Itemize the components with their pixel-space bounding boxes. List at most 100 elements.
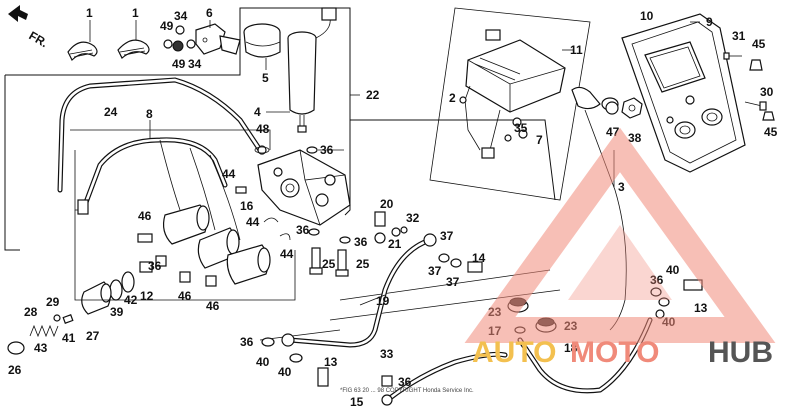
label-25b: 25: [322, 257, 336, 271]
label-33: 33: [380, 347, 394, 361]
bolt-49-34-group: [163, 25, 196, 52]
label-46a: 46: [138, 209, 152, 223]
label-36e: 36: [240, 335, 254, 349]
label-44c: 44: [280, 247, 294, 261]
label-7: 7: [536, 133, 543, 147]
label-40b: 40: [278, 365, 292, 379]
label-4: 4: [254, 105, 261, 119]
washer-36-mid: [308, 228, 351, 244]
label-18: 18: [564, 341, 578, 355]
washer-37-stack: [438, 253, 483, 273]
label-22: 22: [366, 88, 380, 102]
label-16: 16: [240, 199, 254, 213]
label-36a: 36: [320, 143, 334, 157]
label-48: 48: [256, 122, 270, 136]
bolt-46-left: [137, 233, 153, 243]
fitting-32: [400, 226, 408, 234]
label-30: 30: [760, 85, 774, 99]
plunger-41: [62, 314, 74, 324]
label-39: 39: [110, 305, 124, 319]
label-1: 1: [86, 6, 93, 20]
hose-18: [517, 317, 653, 394]
label-15: 15: [350, 395, 364, 409]
label-5: 5: [262, 71, 269, 85]
label-28: 28: [24, 305, 38, 319]
fitting-48: [254, 145, 270, 155]
rubber-cap-5: [243, 23, 281, 58]
display-window-10: [644, 41, 706, 93]
label-40a: 40: [256, 355, 270, 369]
label-34b: 34: [188, 57, 202, 71]
solenoid-frame: [70, 129, 296, 301]
label-10: 10: [640, 9, 654, 23]
hose-clamp-1: [67, 41, 98, 62]
label-45a: 45: [752, 37, 766, 51]
wire-harness-8: [74, 137, 241, 241]
label-27: 27: [86, 329, 100, 343]
label-11: 11: [570, 43, 583, 57]
label-37b: 37: [428, 264, 442, 278]
label-6: 6: [206, 6, 213, 20]
control-unit-frame: [429, 7, 591, 201]
label-3: 3: [618, 180, 625, 194]
fitting-20-21: [374, 211, 401, 244]
label-25a: 25: [356, 257, 370, 271]
label-49b: 49: [172, 57, 186, 71]
solenoid-valve-3: [226, 244, 271, 285]
label-20: 20: [380, 197, 394, 211]
leader-lines: [89, 20, 700, 306]
label-19: 19: [376, 294, 390, 308]
front-direction-arrow-icon: FR.: [8, 5, 50, 50]
label-44b: 44: [246, 215, 260, 229]
label-29: 29: [46, 295, 60, 309]
bolt-46-lower: [179, 271, 217, 287]
hose-clamp-2: [117, 39, 150, 59]
label-8: 8: [146, 107, 153, 121]
label-1b: 1: [132, 6, 139, 20]
spring-29-28-43: [29, 314, 61, 338]
label-36b: 36: [296, 223, 310, 237]
hose-24: [57, 77, 263, 193]
modulator-valve-body: [257, 149, 351, 226]
label-43: 43: [34, 341, 48, 355]
panel-ports: [666, 95, 723, 139]
hose-19: [281, 233, 437, 348]
oring-42: [121, 271, 135, 293]
solenoid-valve-1: [162, 204, 210, 245]
label-13a: 13: [324, 355, 338, 369]
label-44a: 44: [222, 167, 236, 181]
label-35: 35: [514, 121, 528, 135]
label-42: 42: [124, 293, 138, 307]
label-40c: 40: [666, 263, 680, 277]
label-36g: 36: [650, 273, 664, 287]
clip-44: [263, 217, 291, 241]
label-13b: 13: [694, 301, 708, 315]
label-46c: 46: [206, 299, 220, 313]
label-34: 34: [174, 9, 188, 23]
bracket-6: [195, 23, 241, 55]
watermark-hub: HUB: [708, 336, 773, 369]
label-32: 32: [406, 211, 420, 225]
label-36f: 36: [398, 375, 412, 389]
oring-39: [109, 279, 123, 301]
bolt-25-b: [335, 249, 349, 277]
fitting-12-36: [139, 255, 167, 273]
screw-16: [235, 186, 247, 194]
watermark-moto: MOTO: [570, 336, 659, 369]
front-direction-label: FR.: [27, 28, 51, 50]
nut-38-washer-47: [605, 97, 643, 119]
label-38: 38: [628, 131, 642, 145]
part-labels: 1 1 49 34 49 34 6 5 4 22 24 8 48 36 44 1…: [8, 6, 778, 409]
label-49a: 49: [160, 19, 174, 33]
figure-caption: *FIG 63 20 ... 98 COPYRIGHT Honda Servic…: [340, 388, 474, 394]
assembly-frame: [4, 7, 561, 341]
watermark-auto: AUTO: [472, 336, 556, 369]
hose-lower: [381, 351, 508, 406]
label-41: 41: [62, 331, 76, 345]
bolt-13-lower: [317, 367, 329, 387]
label-9: 9: [706, 15, 713, 29]
label-36c: 36: [354, 235, 368, 249]
cap-26: [7, 341, 25, 355]
label-36d: 36: [148, 259, 162, 273]
